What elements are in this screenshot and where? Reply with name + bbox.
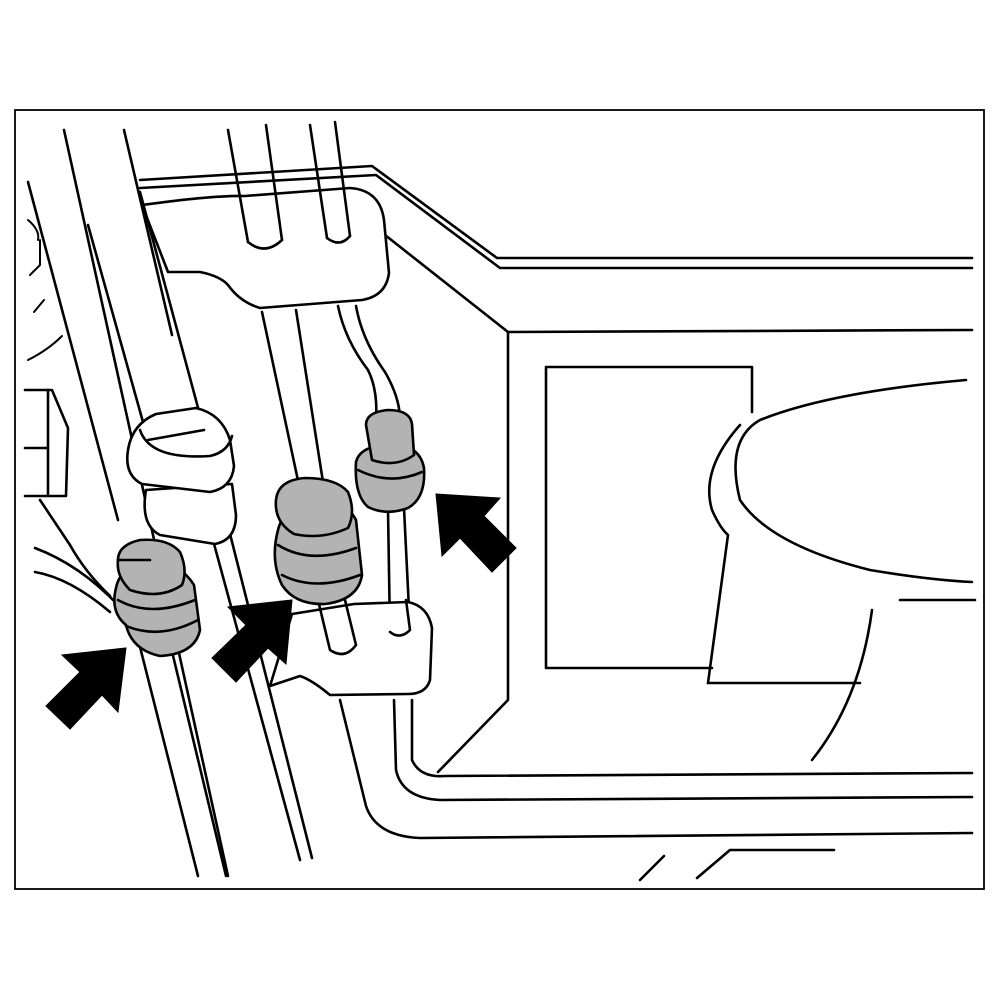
white-grommet — [126, 406, 238, 546]
middle-grommet — [273, 476, 364, 606]
arrow-icon — [45, 647, 127, 730]
left-edge-bracket — [23, 180, 120, 614]
callout-arrows — [45, 493, 517, 730]
arrow-icon — [435, 493, 517, 573]
panel-opening — [544, 365, 977, 762]
lower-brake-line-clip — [268, 598, 434, 697]
right-grommet — [354, 408, 426, 514]
vehicle-body-panel — [138, 164, 974, 882]
left-grommet — [113, 538, 202, 658]
arrow-icon — [211, 599, 293, 683]
